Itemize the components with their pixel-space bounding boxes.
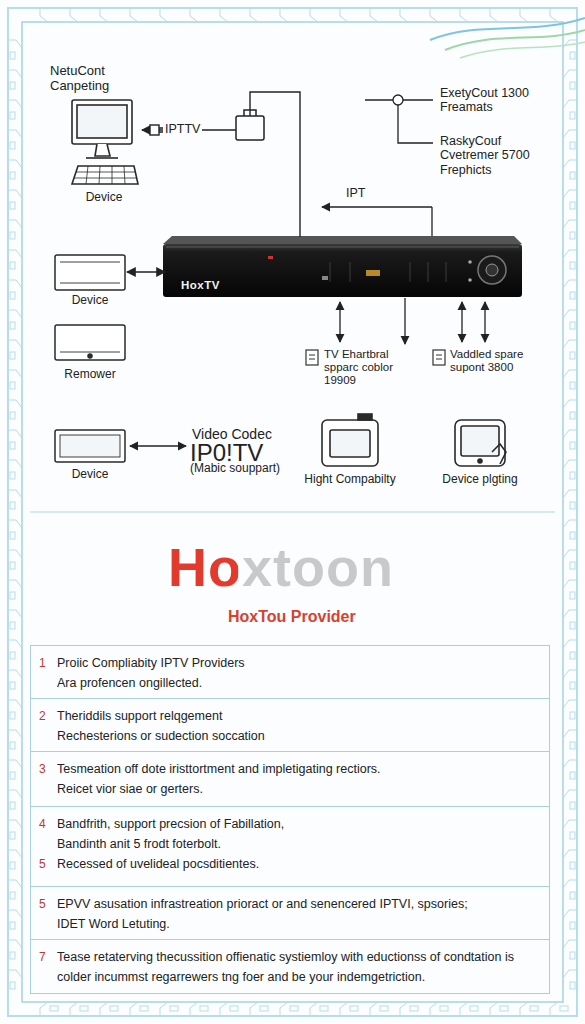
outer-frame: [8, 8, 577, 1016]
signal-label: IPT: [346, 186, 365, 200]
callout-text: TV Ehartbral spparc coblor 19909: [324, 348, 406, 388]
callout-number: 2: [39, 706, 57, 726]
node-text: Remower: [50, 367, 130, 381]
note-text: Tease retaterving thecussition offienati…: [57, 947, 541, 987]
table-row: 5EPVV asusation infrastreation prioract …: [31, 887, 549, 940]
double-arrow: [130, 445, 186, 446]
callout-text: RaskyCouf Cvetremer 5700 Frephicts: [440, 134, 532, 177]
connector: [142, 92, 300, 237]
set-top-box: [163, 236, 522, 297]
tablet-icon: [455, 420, 506, 466]
node-text: Device: [50, 293, 130, 307]
node-text: Device plgting: [432, 472, 528, 486]
divider: [30, 511, 555, 512]
inner-frame: [22, 22, 563, 1002]
node-text: Device: [64, 190, 144, 204]
plug-icon: [150, 125, 163, 135]
vertical-arrows: [340, 298, 485, 344]
connector: [127, 271, 165, 272]
swoosh: [460, 42, 585, 58]
note-text: Proiic Compliabity IPTV Providers: [57, 653, 541, 673]
device-icons: [55, 255, 125, 462]
codec-note: (Mabic souppart): [190, 462, 280, 476]
table-row: 1Proiic Compliabity IPTV ProvidersAra pr…: [31, 646, 549, 699]
note-text: Recessed of uvelideal pocsditientes.: [57, 854, 541, 874]
callout-number: 7: [39, 947, 57, 987]
note-text: EPVV asusation infrastreation prioract o…: [57, 894, 541, 914]
note-text: IDET Word Letuting.: [39, 914, 541, 934]
notes-table: 1Proiic Compliabity IPTV ProvidersAra pr…: [30, 645, 550, 994]
caption-label: NetuCont Canpeting: [50, 64, 142, 94]
callout-number: 4: [39, 814, 57, 834]
swoosh: [430, 18, 585, 40]
monitor-icon: [72, 100, 138, 184]
note-text: Theriddils support relqgement: [57, 706, 541, 726]
node-text: Hight Compabilty: [300, 472, 400, 486]
note-text: Bandinth anit 5 frodt foterbolt.: [39, 834, 541, 854]
swoosh: [445, 30, 585, 50]
table-row: 4Bandfrith, support precsion of Fabillat…: [31, 807, 549, 887]
note-text: Reicet vior siae or gerters.: [39, 779, 541, 799]
callout-text: Vaddled spare supont 3800: [450, 348, 528, 374]
device-box: Device: [50, 427, 130, 481]
codec-title: IP0!TV: [190, 439, 263, 467]
table-row: 7Tease retaterving thecussition offienat…: [31, 940, 549, 993]
circuit-traces: [8, 8, 577, 1016]
callout-number: 3: [39, 759, 57, 779]
codec-label: Video Codec: [192, 426, 272, 442]
set-top-box: HoxTV: [165, 237, 520, 297]
node-text: Device: [50, 467, 130, 481]
callout-text: ExetyCout 1300 Freamats: [440, 86, 532, 115]
callout-number: 1: [39, 653, 57, 673]
remote-box: Remower: [50, 322, 130, 381]
device-box: Device: [50, 252, 130, 307]
bag-icon: [236, 110, 264, 140]
table-row: 3Tesmeation off dote iristtortment and i…: [31, 752, 549, 807]
compat-box: Hight Compabilty: [300, 410, 400, 486]
note-text: Rechesterions or sudection soccation: [39, 726, 541, 746]
callout-number: 5: [39, 854, 57, 874]
callout-number: 5: [39, 894, 57, 914]
note-text: Ara profencen ongillected.: [39, 673, 541, 693]
callout-glyph: [306, 350, 445, 365]
provider-name: HoxTou Provider: [228, 608, 356, 626]
device-box: Device plgting: [432, 412, 528, 486]
note-text: Bandfrith, support precsion of Fabillati…: [57, 814, 541, 834]
note-text: Tesmeation off dote iristtortment and im…: [57, 759, 541, 779]
logo-wordmark: Hoxtoon: [168, 536, 394, 598]
node-text: HoxTV: [181, 279, 520, 291]
edge-label: IPTTV: [163, 122, 202, 136]
compat-icon: [322, 414, 378, 466]
table-row: 2Theriddils support relqgementRechesteri…: [31, 699, 549, 752]
leader-lines: [322, 95, 433, 237]
monitor-device: Device: [64, 100, 144, 204]
